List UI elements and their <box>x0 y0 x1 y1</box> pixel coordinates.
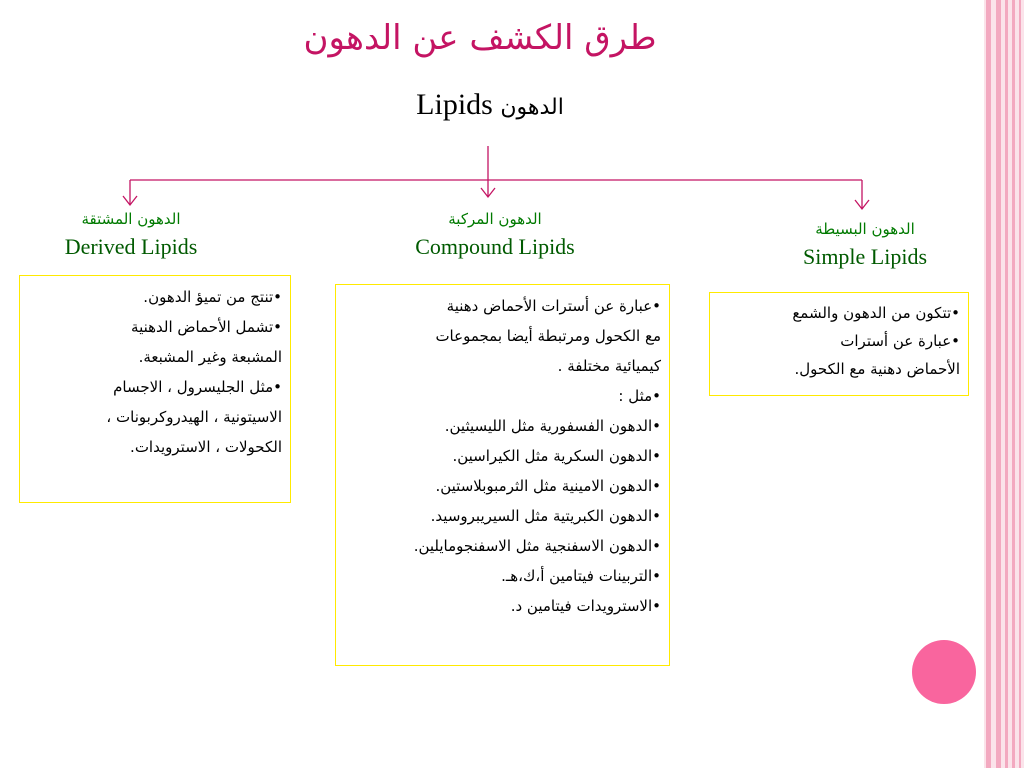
compound-line: •مثل : <box>618 387 661 405</box>
compound-line: •التربينات فيتامين أ،ك،هـ. <box>501 567 661 585</box>
compound-header: الدهون المركبة Compound Lipids <box>360 210 630 260</box>
decor-stripe <box>996 0 1001 768</box>
root-english: Lipids <box>416 88 493 121</box>
compound-line: •الدهون الاسفنجية مثل الاسفنجومايلين. <box>413 537 661 555</box>
compound-box: •عبارة عن أسترات الأحماض دهنية مع الكحول… <box>335 284 670 666</box>
decor-stripe <box>1012 0 1015 768</box>
root-node: Lipids الدهون <box>300 88 680 122</box>
compound-line: •الدهون السكرية مثل الكيراسين. <box>452 447 661 465</box>
simple-line: •تتكون من الدهون والشمع <box>792 304 960 322</box>
compound-line: •الدهون الامينية مثل الثرمبوبلاستين. <box>435 477 661 495</box>
derived-header: الدهون المشتقة Derived Lipids <box>20 210 242 260</box>
derived-line: الاسيتونية ، الهيدروكربونات ، <box>106 408 282 426</box>
compound-line: •عبارة عن أسترات الأحماض دهنية <box>446 297 661 315</box>
simple-box: •تتكون من الدهون والشمع •عبارة عن أسترات… <box>709 292 969 396</box>
simple-line: الأحماض دهنية مع الكحول. <box>794 360 961 378</box>
decor-stripe <box>1005 0 1008 768</box>
arrow-center <box>480 187 496 199</box>
simple-line: •عبارة عن أسترات <box>840 332 960 350</box>
compound-arabic: الدهون المركبة <box>448 210 542 228</box>
derived-line: •تشمل الأحماض الدهنية <box>131 318 282 336</box>
simple-arabic: الدهون البسيطة <box>815 220 915 238</box>
arrow-right <box>854 199 870 211</box>
compound-line: كيميائية مختلفة . <box>557 357 661 375</box>
slide-title: طرق الكشف عن الدهون <box>303 18 657 58</box>
decor-circle <box>912 640 976 704</box>
derived-line: الكحولات ، الاسترويدات. <box>130 438 282 456</box>
derived-line: المشبعة وغير المشبعة. <box>138 348 282 366</box>
derived-line: •مثل الجليسرول ، الاجسام <box>113 378 282 396</box>
arrow-left <box>122 195 138 207</box>
compound-line: •الاسترويدات فيتامين د. <box>510 597 661 615</box>
derived-box: •تنتج من تميؤ الدهون. •تشمل الأحماض الده… <box>19 275 291 503</box>
compound-english: Compound Lipids <box>415 234 575 259</box>
root-arabic: الدهون <box>500 95 564 120</box>
derived-arabic: الدهون المشتقة <box>81 210 181 228</box>
derived-line: •تنتج من تميؤ الدهون. <box>143 288 282 306</box>
compound-line: مع الكحول ومرتبطة أيضا بمجموعات <box>435 327 661 345</box>
decor-stripe <box>986 0 991 768</box>
compound-line: •الدهون الكبريتية مثل السيريبروسيد. <box>430 507 661 525</box>
simple-header: الدهون البسيطة Simple Lipids <box>770 220 960 270</box>
derived-english: Derived Lipids <box>64 234 198 259</box>
decor-stripe <box>1019 0 1021 768</box>
simple-english: Simple Lipids <box>802 244 928 269</box>
compound-line: •الدهون الفسفورية مثل الليسيثين. <box>444 417 661 435</box>
